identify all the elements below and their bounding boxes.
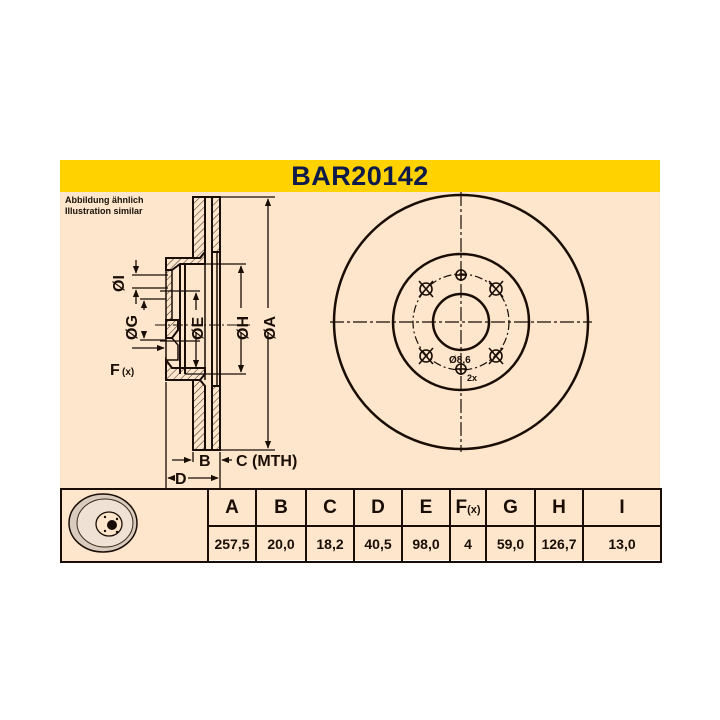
- technical-drawing: ØI ØG ØE ØH ØA F (x) B C (MTH) D: [110, 192, 592, 488]
- label-dia-a: ØA: [262, 316, 279, 340]
- brake-disc-icon: [67, 493, 138, 553]
- label-dia-g: ØG: [124, 315, 141, 340]
- table-header-row: A B C D E F(x) G H I: [60, 488, 662, 563]
- value-a: 257,5: [207, 525, 257, 563]
- hole-diameter-label: Ø8,6: [449, 355, 471, 366]
- label-f-sub: (x): [122, 367, 134, 378]
- label-d: D: [175, 471, 187, 488]
- header-b: B: [255, 488, 307, 527]
- hole-count-label: 2x: [467, 373, 477, 383]
- value-c: 18,2: [305, 525, 355, 563]
- locating-holes: [455, 269, 467, 375]
- title-band: BAR20142: [60, 160, 660, 192]
- header-c: C: [305, 488, 355, 527]
- section-labels: ØI ØG ØE ØH ØA F (x) B C (MTH) D: [110, 275, 297, 488]
- front-view: [330, 192, 592, 452]
- part-number-title: BAR20142: [291, 160, 429, 191]
- header-a: A: [207, 488, 257, 527]
- note-english: Illustration similar: [65, 206, 143, 216]
- value-f: 4: [449, 525, 487, 563]
- illustration-note: Abbildung ähnlich Illustration similar: [65, 195, 144, 217]
- table-value-row: 257,5 20,0 18,2 40,5 98,0 4 59,0 126,7 1…: [61, 525, 662, 563]
- label-b: B: [199, 453, 211, 470]
- header-d: D: [353, 488, 403, 527]
- header-e: E: [401, 488, 451, 527]
- value-g: 59,0: [485, 525, 536, 563]
- section-view: [165, 196, 221, 451]
- value-h: 126,7: [534, 525, 584, 563]
- note-german: Abbildung ähnlich: [65, 195, 144, 205]
- value-i: 13,0: [582, 525, 662, 563]
- label-dia-i: ØI: [111, 275, 128, 292]
- disc-thumbnail: [60, 488, 209, 563]
- spec-table: A B C D E F(x) G H I 257,5 20,0 18,2 40,…: [60, 488, 662, 563]
- header-h: H: [534, 488, 584, 527]
- header-g: G: [485, 488, 536, 527]
- value-b: 20,0: [255, 525, 307, 563]
- bolt-holes: [418, 280, 504, 365]
- label-f: F: [110, 362, 120, 379]
- header-i: I: [582, 488, 662, 527]
- value-e: 98,0: [401, 525, 451, 563]
- datasheet: BAR20142 Abbildung ähnlich Illustration …: [60, 160, 662, 563]
- label-dia-h: ØH: [235, 316, 252, 340]
- dimension-lines: [132, 196, 275, 488]
- label-c: C (MTH): [236, 453, 297, 470]
- header-f: F(x): [449, 488, 487, 527]
- label-dia-e: ØE: [190, 317, 207, 340]
- value-d: 40,5: [353, 525, 403, 563]
